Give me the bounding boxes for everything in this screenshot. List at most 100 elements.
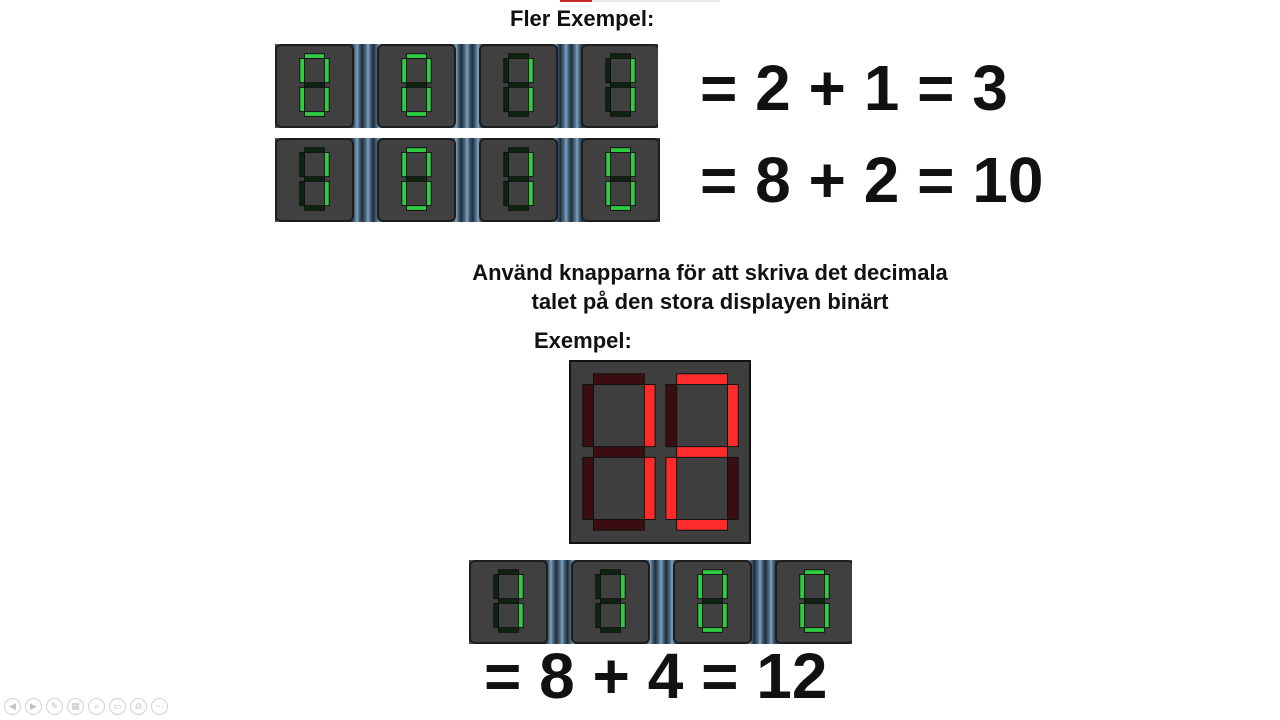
- bit-segment-f-on: [401, 151, 408, 178]
- big-digit-1-segment-d-off: [593, 518, 645, 531]
- bit-segment-e-off: [503, 180, 510, 207]
- bit-segment-a-off: [508, 53, 529, 59]
- bit-segment-f-on: [697, 573, 704, 600]
- bit-digit-1: [605, 53, 636, 117]
- bit-segment-f-on: [605, 151, 612, 178]
- binary-display-example: [469, 560, 852, 644]
- bit-digit-0: [401, 147, 432, 211]
- bit-segment-a-off: [600, 569, 621, 575]
- bit-digit-0: [401, 53, 432, 117]
- camera-off-icon[interactable]: ⊘: [130, 698, 147, 715]
- bit-segment-a-off: [304, 147, 325, 153]
- bit-digit-1: [595, 569, 626, 633]
- instruction-text: Använd knapparna för att skriva det deci…: [380, 258, 1040, 316]
- bit-segment-c-on: [425, 86, 432, 113]
- bit-segment-a-on: [406, 147, 427, 153]
- big-digit-2-segment-b-on: [726, 384, 739, 448]
- bit-segment-c-on: [629, 180, 636, 207]
- bit-segment-b-on: [425, 57, 432, 84]
- bit-segment-f-off: [503, 151, 510, 178]
- bit-segment-e-off: [503, 86, 510, 113]
- bit-segment-e-off: [299, 180, 306, 207]
- bit-segment-c-on: [323, 180, 330, 207]
- bit-segment-b-on: [323, 151, 330, 178]
- bit-segment-d-on: [610, 205, 631, 211]
- bit-digit-0: [605, 147, 636, 211]
- bit-segment-c-on: [323, 86, 330, 113]
- bit-segment-d-off: [304, 205, 325, 211]
- bit-segment-d-on: [406, 205, 427, 211]
- slides-icon[interactable]: ▦: [67, 698, 84, 715]
- bit-segment-c-on: [721, 602, 728, 629]
- big-digit-2-segment-f-off: [665, 384, 678, 448]
- more-examples-heading: Fler Exempel:: [510, 6, 655, 31]
- bit-display: [479, 138, 558, 222]
- bit-segment-g-off: [610, 82, 631, 88]
- bit-segment-a-on: [610, 147, 631, 153]
- big-digit-1-segment-a-off: [593, 373, 645, 386]
- progress-indicator: [560, 0, 592, 2]
- bit-segment-b-on: [323, 57, 330, 84]
- bit-segment-e-on: [299, 86, 306, 113]
- big-display-digits: [582, 373, 739, 531]
- bit-segment-d-off: [508, 205, 529, 211]
- subtitles-icon[interactable]: ▭: [109, 698, 126, 715]
- bit-segment-d-off: [498, 627, 519, 633]
- bit-segment-c-on: [425, 180, 432, 207]
- big-digit-1-segment-c-on: [643, 456, 656, 520]
- bit-digit-1: [493, 569, 524, 633]
- big-digit-1-segment-e-off: [582, 456, 594, 520]
- bit-segment-c-on: [629, 86, 636, 113]
- bit-segment-f-on: [299, 57, 306, 84]
- previous-icon[interactable]: ◀: [4, 698, 21, 715]
- big-digit-2-segment-e-on: [665, 456, 678, 520]
- bit-display: [275, 44, 354, 128]
- bit-segment-c-on: [619, 602, 626, 629]
- bit-digit-0: [697, 569, 728, 633]
- big-digit-2-segment-g-on: [676, 446, 728, 458]
- bit-segment-d-on: [702, 627, 723, 633]
- bit-segment-a-off: [498, 569, 519, 575]
- bit-segment-f-off: [605, 57, 612, 84]
- bit-display: [377, 138, 456, 222]
- big-digit-1-segment-b-on: [643, 384, 656, 448]
- bit-digit-0: [299, 53, 330, 117]
- presentation-toolbar: ◀ ▶ ✎ ▦ ⌕ ▭ ⊘ ⋯: [4, 698, 168, 715]
- bit-segment-e-on: [401, 180, 408, 207]
- instruction-line-1: Använd knapparna för att skriva det deci…: [472, 260, 948, 285]
- more-icon[interactable]: ⋯: [151, 698, 168, 715]
- next-icon[interactable]: ▶: [25, 698, 42, 715]
- bit-segment-e-on: [605, 180, 612, 207]
- bit-digit-1: [299, 147, 330, 211]
- example-equation: = 8 + 4 = 12: [484, 640, 828, 712]
- big-digit-2-segment-a-on: [676, 373, 728, 386]
- bit-display: [581, 138, 660, 222]
- bit-digit-0: [799, 569, 830, 633]
- bit-segment-g-off: [406, 176, 427, 182]
- bit-segment-f-off: [493, 573, 500, 600]
- top-accent-bar: [560, 0, 720, 2]
- bit-segment-f-off: [595, 573, 602, 600]
- bit-segment-g-off: [498, 598, 519, 604]
- bit-segment-a-on: [804, 569, 825, 575]
- bit-segment-c-on: [517, 602, 524, 629]
- pen-icon[interactable]: ✎: [46, 698, 63, 715]
- bit-segment-b-on: [619, 573, 626, 600]
- equation-row-2: = 8 + 2 = 10: [700, 144, 1044, 216]
- bit-segment-g-off: [804, 598, 825, 604]
- bit-segment-b-on: [517, 573, 524, 600]
- bit-segment-e-on: [401, 86, 408, 113]
- bit-display: [673, 560, 752, 644]
- bit-segment-b-on: [527, 151, 534, 178]
- bit-segment-d-on: [304, 111, 325, 117]
- bit-segment-g-off: [406, 82, 427, 88]
- bit-display: [275, 138, 354, 222]
- bit-segment-b-on: [629, 151, 636, 178]
- bit-segment-d-on: [804, 627, 825, 633]
- bit-segment-e-off: [493, 602, 500, 629]
- big-digit-2-segment-d-on: [676, 518, 728, 531]
- big-seven-segment-display: [569, 360, 751, 544]
- zoom-icon[interactable]: ⌕: [88, 698, 105, 715]
- bit-display: [581, 44, 658, 128]
- bit-display: [469, 560, 548, 644]
